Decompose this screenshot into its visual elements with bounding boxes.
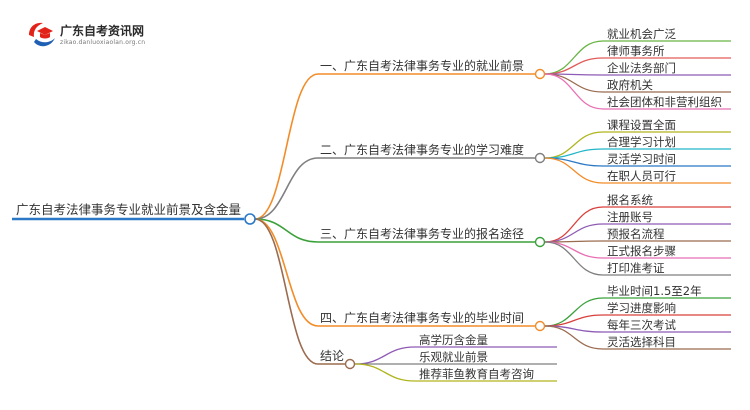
- leaf-node-label: 就业机会广泛: [607, 27, 676, 41]
- logo-title: 广东自考资讯网: [60, 24, 145, 38]
- leaf-connector: [544, 297, 604, 327]
- leaf-node-label: 合理学习计划: [607, 135, 676, 149]
- branch-node-label: 一、广东自考法律事务专业的就业前景: [320, 58, 524, 73]
- leaf-connector: [544, 40, 604, 75]
- branch-node-label: 三、广东自考法律事务专业的报名途径: [320, 226, 524, 241]
- connector-lines: [12, 40, 731, 382]
- leaf-node-label: 企业法务部门: [607, 61, 676, 75]
- branch-collapse-toggle[interactable]: [534, 152, 546, 164]
- branch-connector: [254, 218, 319, 243]
- leaf-node-label: 课程设置全面: [607, 118, 676, 132]
- leaf-connector: [354, 363, 416, 382]
- leaf-node-label: 高学历含金量: [419, 333, 488, 347]
- leaf-connector: [544, 73, 604, 93]
- leaf-connector: [544, 241, 604, 259]
- branch-connector: [254, 73, 319, 220]
- branch-collapse-toggle[interactable]: [534, 320, 546, 332]
- leaf-node-label: 报名系统: [607, 193, 653, 207]
- logo-subtitle: zikao.danluoxiaolan.org.cn: [60, 39, 146, 46]
- mind-map-nodes: 广东自考法律事务专业就业前景及含金量 一、广东自考法律事务专业的就业前景 就业机会广…: [16, 27, 722, 381]
- root-collapse-toggle[interactable]: [244, 213, 256, 225]
- leaf-node-label: 每年三次考试: [607, 318, 676, 332]
- root-node-label: 广东自考法律事务专业就业前景及含金量: [16, 202, 241, 217]
- branch-collapse-toggle[interactable]: [534, 236, 546, 248]
- leaf-node-label: 预报名流程: [607, 227, 665, 241]
- leaf-node-label: 政府机关: [607, 78, 653, 92]
- branch-collapse-toggle[interactable]: [344, 358, 356, 370]
- leaf-connector: [354, 346, 416, 365]
- graduation-cap-logo-icon: [29, 22, 55, 47]
- leaf-node-label: 乐观就业前景: [419, 350, 488, 364]
- leaf-node-label: 打印准考证: [607, 261, 665, 275]
- branch-node-label: 四、广东自考法律事务专业的毕业时间: [320, 310, 524, 325]
- branch-connector: [254, 218, 319, 327]
- leaf-node-label: 灵活学习时间: [607, 152, 676, 166]
- leaf-connector: [544, 325, 604, 350]
- leaf-node-label: 灵活选择科目: [607, 335, 676, 349]
- leaf-node-label: 学习进度影响: [607, 301, 676, 315]
- leaf-node-label: 推荐菲鱼教育自考咨询: [419, 367, 534, 381]
- leaf-node-label: 社会团体和非营利组织: [607, 95, 722, 109]
- leaf-node-label: 注册账号: [607, 210, 653, 224]
- site-logo: 广东自考资讯网 zikao.danluoxiaolan.org.cn: [26, 20, 166, 54]
- leaf-connector: [544, 223, 604, 243]
- leaf-node-label: 正式报名步骤: [607, 244, 676, 258]
- leaf-connector: [544, 73, 604, 110]
- leaf-connector: [544, 57, 604, 75]
- leaf-connector: [544, 157, 604, 184]
- leaf-node-label: 毕业时间1.5至2年: [607, 284, 702, 298]
- leaf-node-label: 在职人员可行: [607, 169, 676, 183]
- branch-connector: [254, 218, 319, 365]
- branch-node-label: 二、广东自考法律事务专业的学习难度: [320, 142, 524, 157]
- branch-collapse-toggle[interactable]: [534, 68, 546, 80]
- leaf-connector: [544, 241, 604, 276]
- leaf-node-label: 律师事务所: [607, 44, 665, 58]
- branch-connector: [254, 157, 319, 220]
- branch-node-label: 结论: [320, 349, 344, 363]
